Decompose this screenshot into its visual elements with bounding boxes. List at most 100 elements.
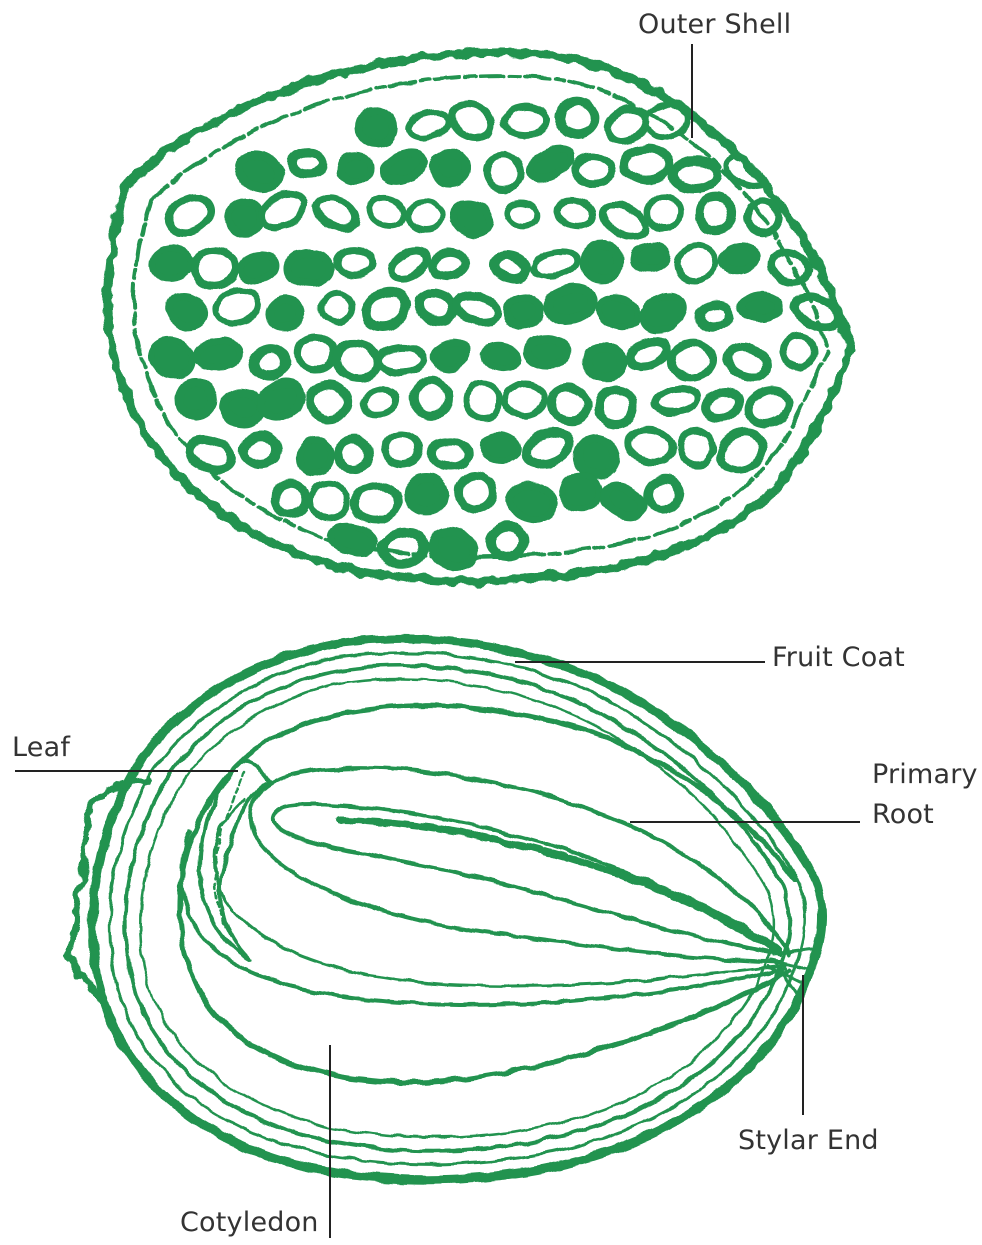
shell-cell: [504, 383, 545, 417]
shell-cell: [504, 200, 539, 230]
shell-cell: [309, 383, 348, 420]
shell-cell: [458, 475, 493, 510]
label-primary-root-line2: Root: [872, 795, 982, 835]
shell-cell: [294, 434, 337, 478]
shell-cell: [522, 427, 574, 469]
shell-cell: [491, 251, 529, 283]
shell-cell: [365, 192, 409, 232]
shell-cell: [697, 301, 732, 331]
shell-cell: [321, 292, 353, 323]
shell-cell: [297, 337, 334, 371]
shell-cell: [267, 296, 303, 330]
shell-cell: [574, 156, 612, 185]
shell-cell: [238, 251, 279, 285]
label-cotyledon: Cotyledon: [180, 1203, 319, 1244]
shell-cell: [433, 152, 467, 183]
label-primary-root: Primary Root: [872, 755, 982, 835]
shell-cell: [378, 348, 425, 373]
shell-cell: [491, 526, 525, 557]
label-primary-root-line1: Primary: [872, 755, 982, 795]
shell-cell: [431, 338, 472, 373]
shell-cell: [243, 434, 278, 466]
shell-cell: [482, 151, 524, 193]
shell-cell: [212, 285, 262, 328]
shell-cell: [446, 98, 496, 144]
shell-cell: [196, 339, 242, 371]
shell-cell: [559, 472, 602, 513]
shell-cell: [145, 333, 198, 383]
primary-root-core: [340, 820, 778, 952]
shell-cell: [406, 108, 452, 143]
seed-cross-section: [68, 639, 822, 1180]
shell-cell: [234, 149, 284, 193]
shell-cell: [453, 290, 501, 326]
shell-cell: [174, 378, 217, 421]
shell-cell: [506, 480, 558, 524]
shell-cell: [744, 385, 795, 430]
shell-cell: [531, 249, 579, 280]
shell-cell: [384, 433, 420, 465]
shell-cell: [339, 156, 370, 182]
shell-cell: [380, 529, 426, 567]
shell-cell: [720, 244, 759, 274]
shell-cell: [430, 441, 469, 468]
shell-cell: [600, 481, 647, 522]
shell-cell: [627, 336, 671, 372]
shell-cell: [653, 386, 698, 415]
shell-cell: [555, 96, 599, 139]
shell-cell: [625, 425, 675, 466]
shell-cell: [595, 293, 642, 333]
shell-cell: [449, 198, 495, 240]
cotyledon-outer: [180, 706, 795, 1083]
shell-cell: [291, 152, 323, 175]
outer-shell-drawing: [107, 52, 852, 580]
shell-cell: [647, 195, 682, 230]
shell-cell: [255, 375, 308, 424]
shell-cell: [288, 253, 332, 285]
shell-cell: [583, 242, 621, 280]
shell-cell: [585, 346, 625, 380]
shell-cell: [412, 378, 450, 418]
shell-cell: [352, 484, 400, 523]
shell-cell: [304, 477, 353, 524]
shell-cell: [481, 342, 520, 372]
shell-cell: [192, 250, 236, 287]
shell-cell: [406, 476, 446, 514]
label-leaf: Leaf: [12, 728, 70, 769]
shell-cell: [506, 296, 541, 328]
shell-cell: [625, 149, 669, 180]
shell-cell: [632, 242, 670, 272]
shell-cell: [257, 187, 311, 234]
shell-cell: [503, 106, 548, 137]
embryo-inner: [273, 804, 780, 955]
shell-cell: [547, 383, 591, 425]
shell-cell: [597, 198, 650, 243]
shell-cell: [253, 347, 288, 379]
shell-cell: [163, 191, 217, 240]
shell-cell: [151, 246, 193, 281]
shell-cell: [360, 286, 411, 333]
shell-cell: [676, 427, 716, 469]
shell-cell: [461, 378, 505, 424]
shell-cell: [271, 479, 311, 519]
shell-cell: [669, 340, 715, 380]
shell-cell: [673, 161, 717, 189]
shell-cell: [361, 385, 399, 418]
shell-cell: [312, 192, 361, 233]
shell-cell: [359, 109, 394, 144]
shell-cell: [328, 521, 378, 557]
shell-cell: [481, 433, 520, 463]
shell-cell: [597, 387, 636, 427]
label-outer-shell: Outer Shell: [638, 5, 791, 46]
shell-cell: [408, 202, 442, 230]
shell-cell: [698, 195, 735, 234]
shell-cell: [185, 434, 236, 475]
shell-cell: [636, 289, 690, 338]
label-stylar-end: Stylar End: [738, 1121, 879, 1162]
label-fruit-coat: Fruit Coat: [772, 638, 905, 679]
shell-cell: [554, 197, 595, 230]
shell-cell: [777, 330, 820, 372]
shell-cell: [671, 239, 721, 287]
shell-cell: [414, 287, 457, 326]
